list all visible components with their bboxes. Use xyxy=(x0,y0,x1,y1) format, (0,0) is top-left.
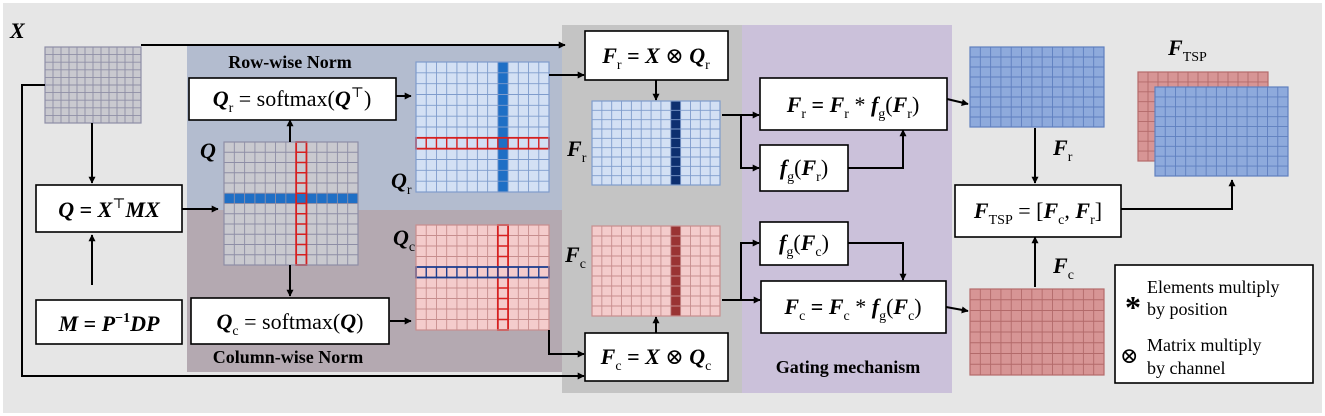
q-c-grid xyxy=(415,224,550,331)
label-f-c-matrix: Fc xyxy=(564,242,586,272)
eq-fg-c: fg(Fc) xyxy=(779,230,829,260)
labels: X Row-wise Norm Column-wise Norm Gating … xyxy=(9,18,1280,378)
eq-q-r: Qr = softmax(Q⊤) xyxy=(213,86,372,116)
box-fg-r xyxy=(759,144,849,192)
label-f-c-output: Fc xyxy=(1052,253,1074,283)
box-f-r-gate xyxy=(759,77,948,131)
column-norm-title: Column-wise Norm xyxy=(213,347,364,367)
box-f-c-bottom xyxy=(584,332,729,382)
legend-star-line2: by position xyxy=(1147,299,1228,319)
f-c-grid xyxy=(591,225,721,317)
label-q-c-matrix: Qc xyxy=(393,225,415,255)
f-r-grid xyxy=(591,100,721,186)
legend-box xyxy=(1114,264,1314,384)
gating-title: Gating mechanism xyxy=(776,357,921,377)
eq-f-r-top: Fr = X ⊗ Qr xyxy=(601,43,710,73)
arrows xyxy=(21,41,1236,380)
box-q-c xyxy=(190,297,390,345)
legend-star-line1: Elements multiply xyxy=(1147,277,1280,297)
f-r-output-grid xyxy=(969,46,1105,128)
label-q-r-matrix: Qr xyxy=(391,168,412,198)
eq-f-c-gate: Fc = Fc * fg(Fc) xyxy=(783,294,921,324)
eq-f-tsp: FTSP = [Fc, Fr] xyxy=(973,198,1102,228)
input-x-label: X xyxy=(9,18,26,43)
label-f-r-matrix: Fr xyxy=(566,136,587,166)
input-x-grid xyxy=(44,46,142,124)
box-fg-c xyxy=(759,221,849,266)
eq-fg-r: fg(Fr) xyxy=(780,155,828,185)
box-m-main xyxy=(35,299,183,345)
legend-star-icon: * xyxy=(1125,289,1141,325)
q-matrix-grid xyxy=(223,141,359,266)
eq-f-c-bottom: Fc = X ⊗ Qc xyxy=(600,344,712,374)
matrix-grids xyxy=(44,46,1289,376)
f-c-output-grid xyxy=(969,288,1105,376)
eq-f-r-gate: Fr = Fr * fg(Fr) xyxy=(786,92,920,122)
box-f-tsp xyxy=(954,184,1122,238)
row-norm-title: Row-wise Norm xyxy=(228,52,351,72)
eq-q-main: Q = X⊤MX xyxy=(58,197,161,222)
f-tsp-front-grid xyxy=(1154,86,1289,177)
equation-boxes xyxy=(35,30,1314,384)
box-q-r xyxy=(188,77,397,121)
label-f-tsp-output: FTSP xyxy=(1167,35,1207,65)
legend-otimes-icon: ⊗ xyxy=(1120,343,1138,368)
box-f-r-top xyxy=(584,30,729,81)
eq-q-c: Qc = softmax(Q) xyxy=(217,309,364,339)
legend-otimes-line2: by channel xyxy=(1147,358,1225,378)
box-f-c-gate xyxy=(760,280,947,334)
label-f-r-output: Fr xyxy=(1052,135,1073,165)
legend-otimes-line1: Matrix multiply xyxy=(1147,335,1262,355)
label-q-matrix: Q xyxy=(200,138,216,163)
middle-panel xyxy=(562,25,742,393)
q-r-grid xyxy=(415,61,550,193)
eq-m-main: M = P−1DP xyxy=(58,311,160,336)
box-q-main xyxy=(35,184,183,233)
